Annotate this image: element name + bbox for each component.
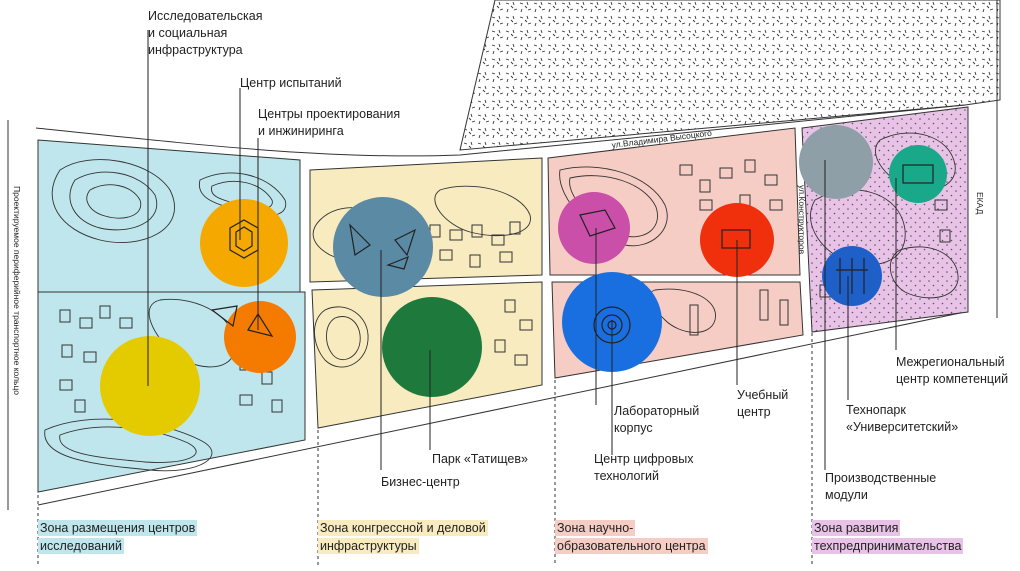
label-technopark: Технопарк «Университетский»: [846, 403, 959, 434]
zone-label-science: Зона научно- образовательного центра: [555, 519, 708, 555]
leader-lines: [147, 30, 897, 470]
circle-business-center: [333, 197, 433, 297]
street-konstruktorov-label: ул.Конструкторов: [797, 185, 807, 255]
circle-interregional-center: [889, 145, 947, 203]
label-business-center: Бизнес-центр: [381, 475, 460, 489]
label-production-modules: Производственные модули: [825, 471, 937, 502]
circle-design-centers: [224, 301, 296, 373]
circle-production-modules: [799, 125, 873, 199]
label-lab-building: Лабораторный корпус: [614, 404, 700, 435]
label-design-centers: Центры проектирования и инжиниринга: [258, 107, 401, 138]
zone-label-congress-text: Зона конгрессной и деловой инфраструктур…: [318, 520, 488, 554]
label-training-center: Учебный центр: [737, 388, 789, 419]
label-interregional-center: Межрегиональный центр компетенций: [896, 355, 1009, 386]
zone-label-research-text: Зона размещения центров исследований: [38, 520, 198, 554]
zone-label-science-text: Зона научно- образовательного центра: [555, 520, 708, 554]
label-digital-center: Центр цифровых технологий: [594, 452, 694, 483]
zone-label-research: Зона размещения центров исследований: [38, 519, 198, 555]
label-test-center: Центр испытаний: [240, 76, 342, 90]
circle-test-center: [200, 199, 288, 287]
circle-lab-building: [558, 192, 630, 264]
circle-tatishchev-park: [382, 297, 482, 397]
terrain-contours: [44, 132, 959, 472]
forest-area: [459, 0, 1001, 151]
label-tatishchev-park: Парк «Татищев»: [432, 452, 528, 466]
road-top: [35, 104, 966, 157]
street-ekad-label: ЕКАД: [975, 192, 985, 215]
zone-label-tech: Зона развития техпредпринимательства: [812, 519, 964, 555]
circle-research-infra: [100, 336, 200, 436]
zone-label-congress: Зона конгрессной и деловой инфраструктур…: [318, 519, 488, 555]
road-bottom: [37, 311, 966, 506]
zone-label-tech-text: Зона развития техпредпринимательства: [812, 520, 964, 554]
street-ring-label: Проектируемое периферийное транспортное …: [12, 186, 22, 395]
label-research-infra: Исследовательская и социальная инфрастру…: [148, 9, 263, 57]
